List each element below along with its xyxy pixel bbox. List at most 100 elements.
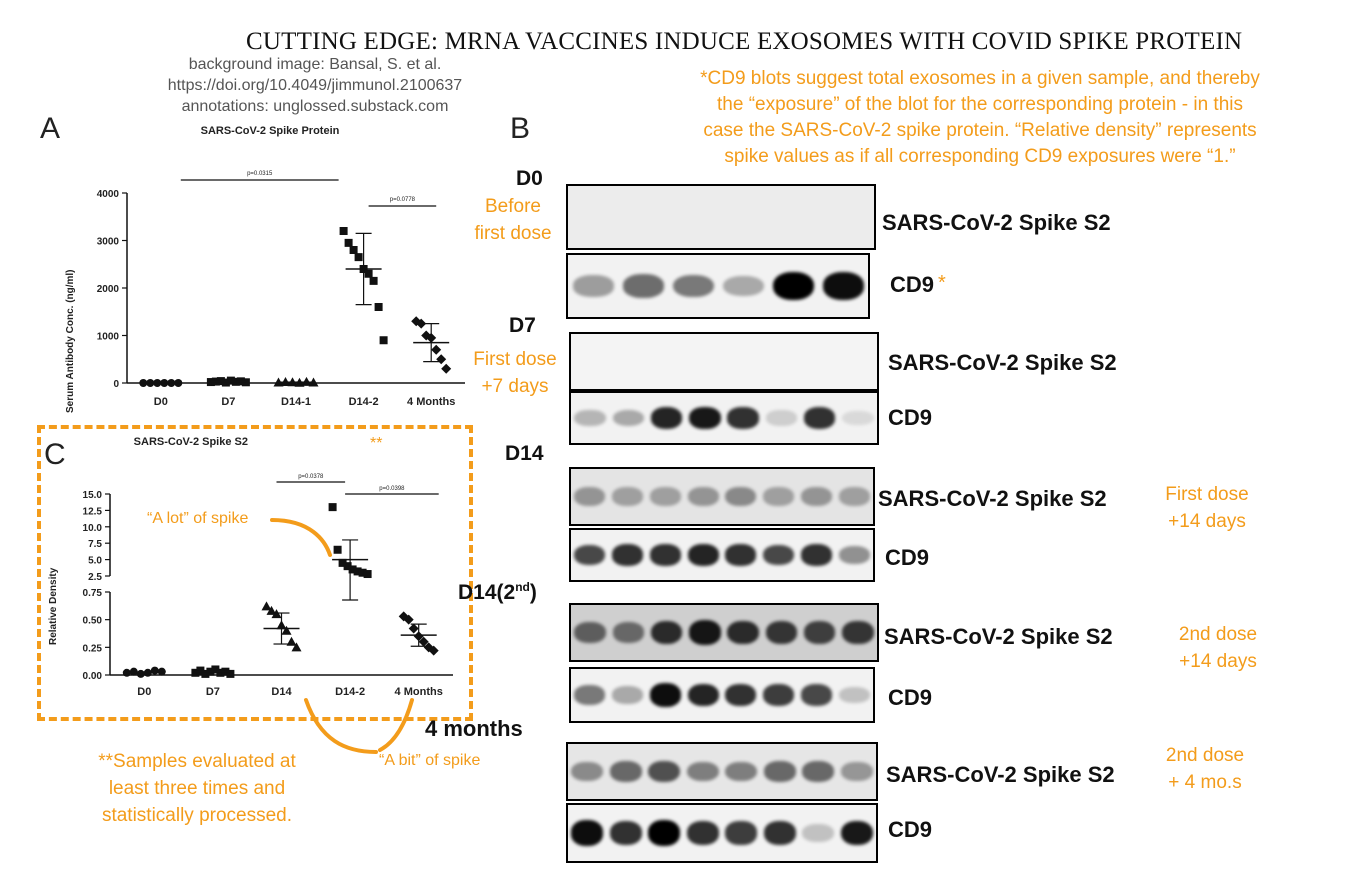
blot-band (612, 409, 645, 427)
blot-label-4-months-spike: SARS-CoV-2 Spike S2 (886, 762, 1115, 787)
group-label-d14-2nd: D14(2nd) (458, 580, 537, 605)
blot-band (727, 620, 759, 645)
data-point (333, 545, 342, 554)
blot-band (800, 487, 832, 506)
x-tick-label: 4 Months (395, 686, 443, 698)
y-tick-label: 3000 (97, 237, 120, 248)
x-tick-label: D14-2 (335, 686, 365, 698)
blot-band (574, 622, 606, 643)
data-point (339, 227, 348, 235)
blot-d0-cd9 (566, 253, 870, 319)
blot-band (609, 761, 642, 782)
credit-annotations: annotations: unglossed.substack.com (181, 98, 449, 115)
data-point (364, 269, 373, 278)
note-line: 2nd dose (1178, 624, 1258, 645)
group-label-text: D14(2 (458, 581, 516, 604)
y-tick-label: 5.0 (88, 556, 102, 567)
blot-band (838, 546, 870, 564)
blot-band (838, 686, 870, 704)
blot-band (725, 821, 758, 845)
blot-band (649, 487, 681, 506)
note-line: the “exposure” of the blot for the corre… (717, 94, 1243, 115)
data-point (328, 503, 337, 512)
y-tick-label: 1000 (97, 332, 120, 343)
note-line: first dose (474, 223, 552, 244)
blot-band (765, 621, 798, 644)
data-point (398, 611, 409, 622)
note-line: 2nd dose (1165, 745, 1245, 766)
data-point (379, 336, 388, 345)
blot-band (574, 544, 606, 566)
blot-band (574, 685, 606, 705)
data-point (353, 567, 362, 576)
blot-band (763, 761, 796, 782)
significance-label: p=0.0778 (390, 197, 416, 203)
blot-band (648, 760, 681, 783)
note-line: + 4 mo.s (1168, 772, 1242, 793)
blot-label-d14-spike: SARS-CoV-2 Spike S2 (878, 486, 1107, 511)
data-point (216, 668, 225, 677)
data-point (349, 246, 358, 254)
x-tick-label: D0 (154, 396, 168, 408)
data-point (271, 609, 282, 619)
blot-band (622, 274, 664, 298)
footnote-line: **Samples evaluated at (98, 751, 296, 772)
data-point (416, 318, 427, 329)
chart-title: SARS-CoV-2 Spike S2 (134, 436, 248, 448)
blot-band (687, 683, 719, 707)
data-point (431, 344, 442, 355)
significance-label: p=0.0378 (298, 474, 324, 480)
note-line: *CD9 blots suggest total exosomes in a g… (700, 68, 1260, 89)
data-point (211, 665, 220, 674)
data-point (191, 668, 200, 677)
blot-band (650, 407, 683, 429)
group-label-close: ) (529, 581, 537, 604)
y-axis-label: Serum Antibody Conc. (ng/ml) (65, 269, 76, 413)
data-point (374, 303, 383, 311)
blot-band (574, 409, 606, 427)
blot-band (612, 487, 644, 506)
blot-band (689, 620, 721, 645)
note-line: spike values as if all corresponding CD9… (724, 146, 1236, 167)
panel-b-letter: B (510, 112, 531, 145)
blot-4-months-cd9 (566, 803, 878, 863)
image-credit: background image: Bansal, S. et al. http… (130, 54, 500, 117)
cd9-label: CD9 (890, 272, 935, 297)
blot-band (772, 271, 814, 301)
blot-band (686, 761, 719, 782)
page-title: CUTTING EDGE: MRNA VACCINES INDUCE EXOSO… (246, 28, 1243, 55)
cd9-explanation-note: *CD9 blots suggest total exosomes in a g… (620, 66, 1340, 170)
blot-band (725, 544, 757, 566)
significance-label: p=0.0315 (247, 171, 273, 177)
note-line: case the SARS-CoV-2 spike protein. “Rela… (703, 120, 1257, 141)
blot-band (725, 761, 758, 782)
x-tick-label: D14-2 (349, 396, 379, 408)
footnote-line: statistically processed. (101, 805, 293, 826)
data-point (338, 558, 347, 567)
significance-label: p=0.0398 (379, 486, 405, 492)
data-point (201, 669, 210, 678)
blot-band (572, 275, 614, 297)
panel-c-chart: SARS-CoV-2 Spike S2 ** Relative Density … (48, 435, 453, 698)
data-point (291, 642, 302, 652)
group-label-d0: D0 (516, 167, 543, 190)
blot-label-d7-cd9: CD9 (888, 405, 933, 430)
blot-band (802, 824, 835, 842)
chart-title: SARS-CoV-2 Spike Protein (201, 125, 340, 137)
blot-band (571, 820, 604, 846)
blot-band (763, 821, 796, 845)
footnote-star: ** (370, 435, 382, 452)
data-point (261, 601, 272, 611)
blot-d7-spike (569, 332, 879, 391)
x-tick-label: D7 (206, 686, 220, 698)
blot-d14-spike (569, 467, 875, 526)
blot-band (803, 621, 836, 644)
blot-d7-cd9 (569, 391, 879, 445)
group-label-superscript: nd (515, 580, 530, 594)
blot-band (822, 272, 864, 300)
note-line: +14 days (1179, 651, 1257, 672)
footnote-line: least three times and (108, 778, 286, 799)
panel-a-chart: SARS-CoV-2 Spike Protein Serum Antibody … (65, 125, 465, 413)
blot-4-months-spike (566, 742, 878, 801)
blot-band (763, 487, 795, 506)
